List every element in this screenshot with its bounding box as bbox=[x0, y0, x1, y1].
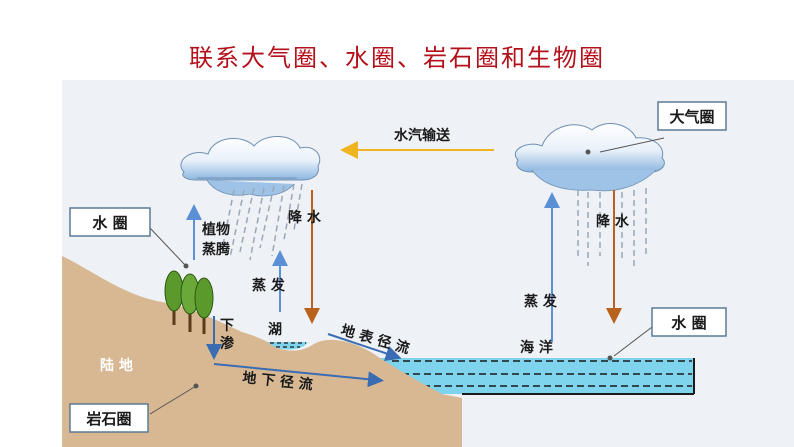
left-rain bbox=[221, 183, 303, 261]
trees bbox=[164, 270, 214, 334]
svg-text:大气圈: 大气圈 bbox=[669, 108, 714, 126]
svg-text:岩石圈: 岩石圈 bbox=[85, 410, 131, 428]
infiltration-label-2: 渗 bbox=[220, 335, 235, 352]
lithosphere-box: 岩石圈 bbox=[69, 403, 149, 433]
land-terrain bbox=[62, 256, 462, 447]
svg-text:水 圈: 水 圈 bbox=[671, 314, 706, 332]
infiltration-label-1: 下 bbox=[220, 318, 234, 334]
atmosphere-box: 大气圈 bbox=[657, 101, 727, 131]
right-cloud bbox=[515, 123, 665, 192]
lake-label: 湖 bbox=[268, 322, 282, 338]
lake bbox=[268, 342, 308, 350]
evaporation-label-right: 蒸 发 bbox=[524, 293, 558, 310]
right-rain bbox=[577, 188, 647, 268]
hydrosphere-box-left: 水 圈 bbox=[69, 207, 151, 237]
groundwater-runoff-arrow bbox=[213, 363, 384, 388]
land-label: 陆 地 bbox=[100, 357, 133, 374]
surface-runoff-arrow bbox=[327, 333, 402, 362]
transpiration-label-1: 植物 bbox=[201, 221, 230, 238]
evaporation-label-left: 蒸 发 bbox=[252, 277, 286, 294]
precipitation-label-left: 降 水 bbox=[288, 209, 322, 226]
left-cloud bbox=[180, 136, 321, 197]
svg-text:水 圈: 水 圈 bbox=[92, 214, 127, 232]
page-title: 联系大气圈、水圈、岩石圈和生物圈 bbox=[189, 44, 605, 72]
ocean-label: 海 洋 bbox=[520, 339, 553, 356]
hydrosphere-box-right: 水 圈 bbox=[651, 307, 727, 337]
water-cycle-diagram: 水汽输送 植物 蒸腾 降 水 蒸 发 降 水 蒸 发 下 渗 湖 地 表 径 流… bbox=[62, 80, 794, 447]
transpiration-label-2: 蒸腾 bbox=[202, 241, 231, 258]
vapor-transport-label: 水汽输送 bbox=[394, 127, 451, 144]
precipitation-label-right: 降 水 bbox=[596, 213, 630, 230]
